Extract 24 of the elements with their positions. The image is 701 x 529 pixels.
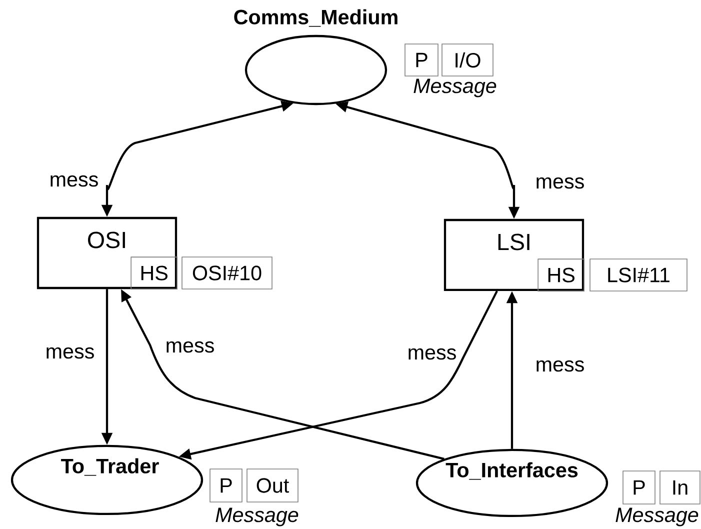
- tag-box: LSI#11: [590, 258, 688, 292]
- node-label: To_Interfaces: [446, 462, 578, 480]
- tag-box: HS: [130, 256, 178, 290]
- node-label: OSI: [88, 232, 125, 248]
- tag-box: OSI#10: [182, 256, 272, 290]
- edge-label: mess: [48, 174, 100, 188]
- node-label: Comms_Medium: [234, 9, 398, 27]
- edge-label: mess: [406, 347, 458, 361]
- color-set-label: Message: [216, 508, 298, 526]
- color-set-label: Message: [616, 508, 698, 526]
- node-label: LSI: [498, 234, 530, 250]
- tag-box: In: [660, 470, 700, 504]
- color-set-label: Message: [414, 78, 496, 98]
- tag-box: I/O: [442, 44, 494, 76]
- tag-box: P: [622, 470, 656, 504]
- tag-box: P: [210, 468, 242, 502]
- edge-label: mess: [44, 346, 96, 360]
- edge-label: mess: [534, 176, 586, 190]
- tag-box: Out: [246, 468, 298, 502]
- tag-box: HS: [538, 258, 584, 292]
- node-label: To_Trader: [61, 458, 159, 476]
- tag-box: P: [404, 44, 438, 76]
- edge-label: mess: [164, 340, 216, 354]
- edge-label: mess: [534, 359, 586, 373]
